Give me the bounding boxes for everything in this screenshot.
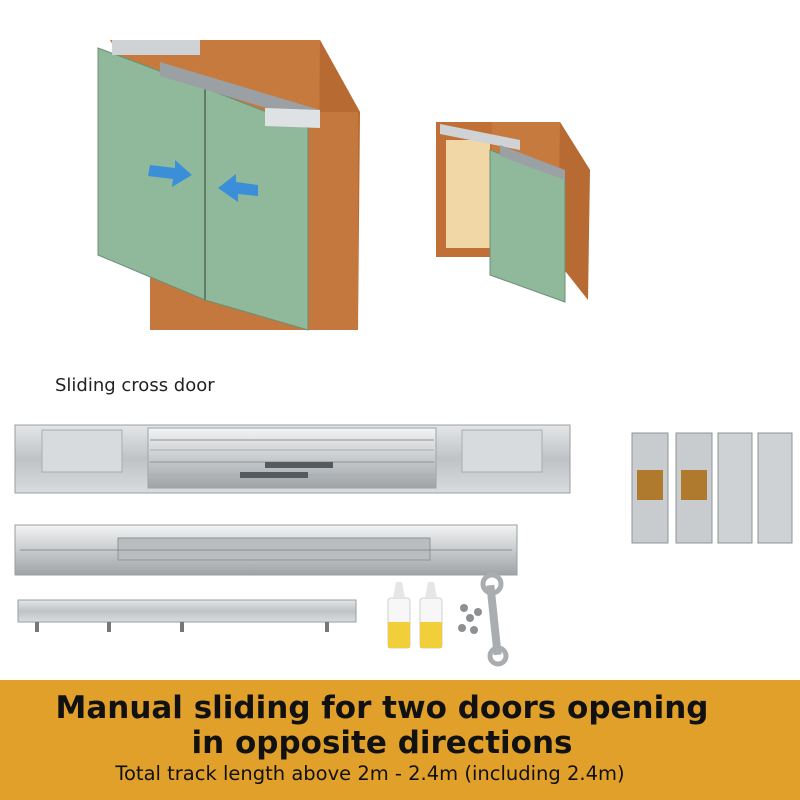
track-rail-second (14, 524, 518, 576)
info-banner: Manual sliding for two doors opening in … (0, 680, 800, 800)
headline-line-1: Manual sliding for two doors opening (55, 690, 709, 726)
large-cabinet (97, 40, 360, 331)
caption-sliding-cross-door: Sliding cross door (55, 375, 215, 396)
headline-line-2: in opposite directions (191, 725, 573, 761)
small-cabinet (436, 122, 590, 303)
screws-and-wrench (458, 572, 509, 667)
track-length-subtitle: Total track length above 2m - 2.4m (incl… (115, 762, 625, 785)
mounting-bar (17, 599, 357, 632)
arrow-left-icon (218, 174, 258, 202)
bracket-set (631, 432, 793, 544)
track-assembly-main (14, 424, 571, 494)
glue-tubes (387, 582, 443, 649)
arrow-right-icon (148, 160, 192, 187)
product-illustration (14, 40, 793, 667)
